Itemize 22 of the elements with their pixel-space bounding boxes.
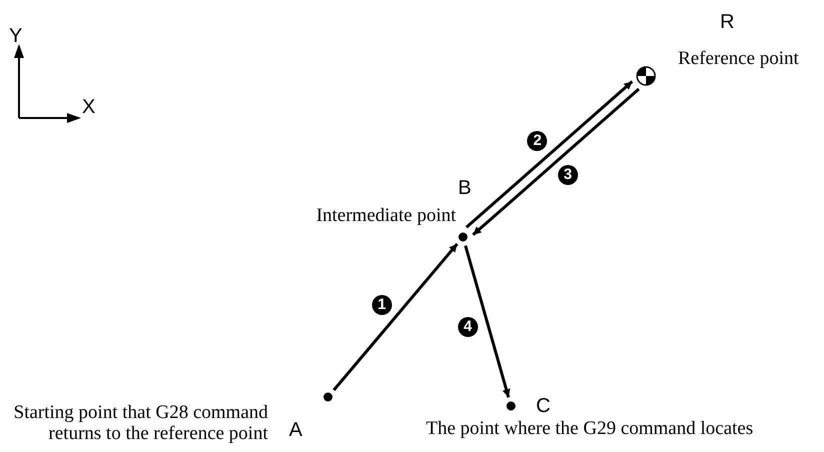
point-dot xyxy=(324,392,332,402)
arrow xyxy=(465,80,634,228)
point-dot xyxy=(506,402,516,410)
step-number: 4 xyxy=(458,316,478,337)
point-letter: C xyxy=(536,396,550,416)
reference-point-symbol xyxy=(636,66,656,86)
step-number: 3 xyxy=(558,165,578,186)
point-description: Starting point that G28 command returns to the reference point xyxy=(12,402,268,444)
point-description: Intermediate point xyxy=(315,205,456,226)
step-number: 1 xyxy=(372,295,392,316)
point-letter: A xyxy=(289,420,302,440)
arrow xyxy=(472,88,640,236)
arrow xyxy=(332,242,458,392)
point-letter: R xyxy=(720,12,734,32)
point-dot xyxy=(458,232,468,242)
point-letter: B xyxy=(458,178,472,198)
point-description: Reference point xyxy=(678,48,800,69)
arrow xyxy=(464,245,510,398)
step-number: 2 xyxy=(527,130,548,151)
axis-label: X xyxy=(82,97,96,117)
point-description: The point where the G29 command locates xyxy=(426,418,754,439)
axis-label: Y xyxy=(9,26,22,46)
